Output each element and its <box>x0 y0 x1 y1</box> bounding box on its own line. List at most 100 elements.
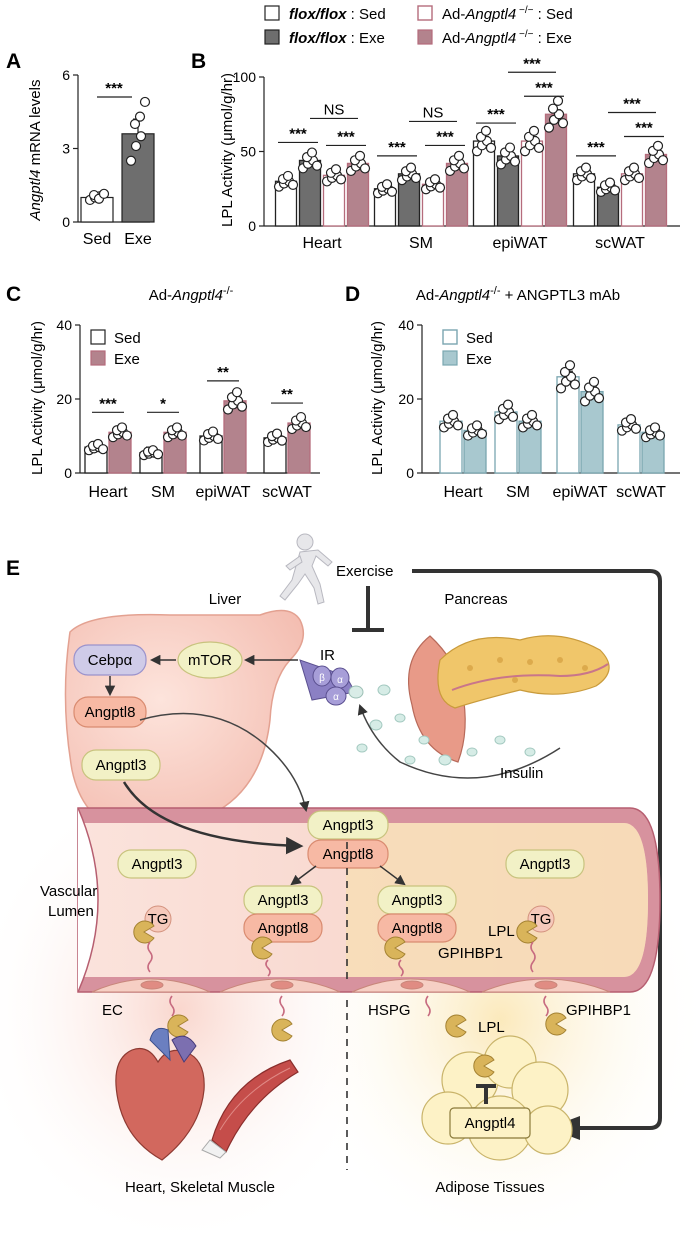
panel-d-title: Ad-Angptl4-/- + ANGPTL3 mAb <box>416 285 620 304</box>
insulin-label: Insulin <box>500 765 543 782</box>
panel-b-tick-label: 50 <box>240 144 256 160</box>
panel-d: D Ad-Angptl4-/- + ANGPTL3 mAb LPL Activi… <box>345 283 680 501</box>
panel-a-tick-label: 6 <box>62 67 70 83</box>
liver-angptl8-label: Angptl8 <box>85 704 136 721</box>
panel-b-sig-label: *** <box>337 128 355 145</box>
panel-d-point <box>593 393 605 404</box>
panel-c-point <box>271 428 283 439</box>
panel-b-sig-label: *** <box>623 95 641 112</box>
panel-b-sig-label: *** <box>289 125 307 142</box>
panel-d-point <box>476 428 488 439</box>
panel-d-point <box>654 430 666 441</box>
liver-angptl8-to-vessel-arrow <box>139 712 310 813</box>
panel-e: E Exercise Liver mTOR Cebpα Angptl8 Angp… <box>0 533 700 1247</box>
panel-d-category-label: SM <box>506 484 530 501</box>
panel-d-tick-label: 0 <box>406 465 414 481</box>
panel-c-point <box>176 430 188 441</box>
panel-d-tick-label: 40 <box>398 317 414 333</box>
left-angptl3-label: Angptl3 <box>132 856 183 873</box>
legend-ad-sed: Ad-Angptl4 −/− : Sed <box>442 5 573 23</box>
panel-d-point <box>564 360 576 371</box>
panel-b-sig-label: *** <box>635 119 653 136</box>
panel-b-point <box>604 177 616 188</box>
panel-b-point <box>543 122 555 133</box>
panel-c-category-label: SM <box>151 484 175 501</box>
panel-b-point <box>609 185 621 196</box>
panel-b-tick-label: 0 <box>248 218 256 234</box>
left-complex-angptl3-label: Angptl3 <box>258 892 309 909</box>
panel-b-category-label: scWAT <box>595 235 645 252</box>
left-complex-angptl8-label: Angptl8 <box>258 920 309 937</box>
hspg-label: HSPG <box>368 1002 411 1019</box>
panel-c-sig-label: * <box>160 395 166 412</box>
panel-b-point <box>306 147 318 158</box>
panel-c-tick-label: 40 <box>56 317 72 333</box>
panel-c: C Ad-Angptl4-/- LPL Activity (μmol/g/hr)… <box>6 283 320 501</box>
panel-a-bars <box>80 96 155 223</box>
panel-d-ylabel: LPL Activity (μmol/g/hr) <box>369 321 386 475</box>
panel-c-letter: C <box>6 283 21 306</box>
insulin-to-ir-arrow <box>357 704 561 779</box>
panel-d-point <box>588 376 600 387</box>
panel-a-sig: *** <box>105 80 123 97</box>
right-angptl3-box <box>505 849 585 879</box>
panel-a: A Angptl4 mRNA levels 036 *** Sed Exe <box>6 50 155 248</box>
panel-b-category-label: epiWAT <box>492 235 547 252</box>
gpihbp1-label: GPIHBP1 <box>566 1002 631 1019</box>
panel-a-cat-sed: Sed <box>83 231 111 248</box>
panel-b-point <box>458 163 470 174</box>
svg-text:β: β <box>319 673 325 684</box>
panel-b-sig-label: *** <box>436 128 454 145</box>
runner-icon <box>279 533 333 605</box>
panel-a-point <box>129 118 141 130</box>
panel-a-tick-label: 3 <box>62 141 70 157</box>
insulin-receptor-icon: β α α <box>299 659 364 706</box>
panel-b-point <box>354 150 366 162</box>
panel-c-ylabel: LPL Activity (μmol/g/hr) <box>29 321 46 475</box>
lpl-icons <box>133 920 538 960</box>
panel-c-point <box>295 411 307 423</box>
liver-angptl3-to-vessel-arrow <box>122 781 304 855</box>
panel-d-point <box>559 366 571 378</box>
panel-b-point <box>580 162 592 173</box>
panel-c-point <box>231 387 243 398</box>
panel-a-letter: A <box>6 50 21 73</box>
panel-d-point <box>630 423 642 434</box>
panel-c-point <box>171 422 183 433</box>
panel-d-legend-sed: Sed <box>466 330 493 347</box>
panel-b-point <box>633 172 645 184</box>
mtor-box <box>177 641 243 679</box>
right-complex-angptl3-label: Angptl3 <box>392 892 443 909</box>
panel-c-legend-exe: Exe <box>114 351 140 368</box>
panel-a-point <box>125 155 137 166</box>
panel-c-tick-label: 20 <box>56 391 72 407</box>
panel-b-point <box>528 125 540 136</box>
pancreas-label: Pancreas <box>444 591 507 608</box>
endothelial-cells <box>91 978 611 993</box>
heart-muscle-label: Heart, Skeletal Muscle <box>125 1179 275 1196</box>
panel-b-category-label: SM <box>409 235 433 252</box>
lpl-label: LPL <box>478 1019 505 1036</box>
panel-c-sig-label: ** <box>281 386 293 403</box>
skeletal-muscle-icon <box>201 1059 299 1159</box>
panel-b-significance: ******NS******NS****************** <box>278 55 664 157</box>
panel-c-category-label: epiWAT <box>195 484 250 501</box>
panel-b-sig-label: NS <box>423 104 444 121</box>
panel-b-point <box>657 155 669 166</box>
panel-a-tick-label: 0 <box>62 214 70 230</box>
panel-b-tick-label: 100 <box>233 69 257 85</box>
panel-b-point <box>485 142 497 153</box>
panel-a-cat-exe: Exe <box>124 231 152 248</box>
panel-b-sig-label: NS <box>324 101 345 118</box>
panel-c-point <box>212 433 224 445</box>
panel-b-point <box>652 140 664 151</box>
legend-swatch-ad-sed <box>417 5 433 21</box>
panel-a-yticks: 0 3 6 <box>62 67 78 230</box>
panel-b-sig-label: *** <box>587 139 605 156</box>
panel-b-point <box>287 179 299 190</box>
panel-d-category-label: epiWAT <box>552 484 607 501</box>
legend-swatch-flox-exe <box>264 29 280 45</box>
